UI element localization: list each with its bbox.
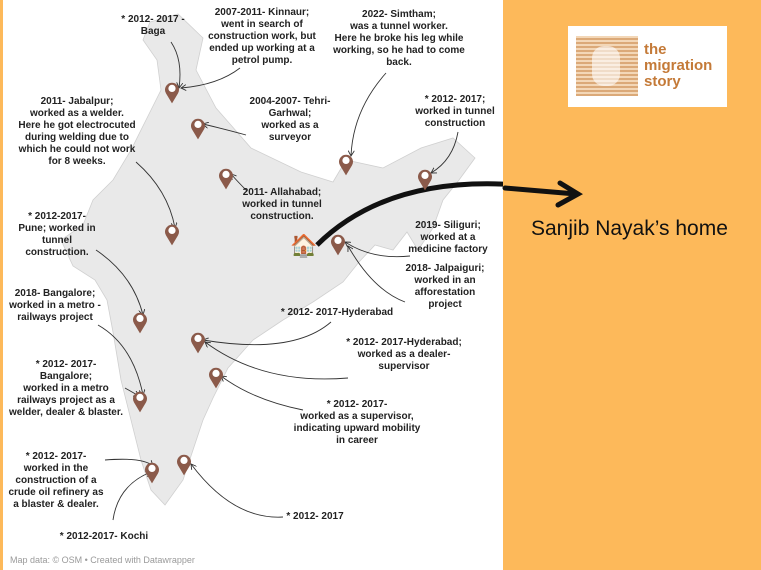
- map-pin-icon[interactable]: [218, 167, 234, 190]
- annotation-jalpaiguri: 2018- Jalpaiguri; worked in an afforesta…: [405, 263, 485, 310]
- annotation-refinery: * 2012- 2017- worked in the construction…: [8, 451, 104, 510]
- map-pin-icon[interactable]: [164, 81, 180, 104]
- annotation-jabalpur: 2011- Jabalpur; worked as a welder. Here…: [18, 96, 136, 167]
- annotation-simtham: 2022- Simtham; was a tunnel worker. Here…: [333, 9, 465, 68]
- annotation-hyderabad: * 2012- 2017-Hyderabad: [280, 307, 394, 318]
- logo-mark-icon: [576, 36, 638, 96]
- annotation-tamil-nadu: * 2012- 2017: [286, 511, 344, 522]
- map-pin-icon[interactable]: [132, 311, 148, 334]
- logo-text: the migration story: [644, 41, 713, 90]
- annotation-bangalore-2018: 2018- Bangalore; worked in a metro - rai…: [9, 288, 101, 323]
- map-pin-icon[interactable]: [417, 168, 433, 191]
- connector-arrows: [95, 41, 459, 521]
- annotation-kochi: * 2012-2017- Kochi: [59, 531, 149, 542]
- annotation-kinnaur: 2007-2011- Kinnaur; went in search of co…: [208, 7, 316, 66]
- map-pin-icon[interactable]: [144, 461, 160, 484]
- map-pin-icon[interactable]: [190, 117, 206, 140]
- annotation-bangalore-2012: * 2012- 2017- Bangalore; worked in a met…: [9, 359, 123, 418]
- annotation-pune: * 2012-2017- Pune; worked in tunnel cons…: [18, 211, 96, 258]
- map-attribution: Map data: © OSM • Created with Datawrapp…: [10, 555, 195, 565]
- map-pin-icon[interactable]: [208, 366, 224, 389]
- map-pin-icon[interactable]: [330, 233, 346, 256]
- map-pin-icon[interactable]: [176, 453, 192, 476]
- annotation-tehri: 2004-2007- Tehri- Garhwal; worked as a s…: [249, 96, 331, 143]
- map-pin-icon[interactable]: [164, 223, 180, 246]
- annotation-allahabad: 2011- Allahabad; worked in tunnel constr…: [242, 187, 322, 222]
- map-pin-icon[interactable]: [338, 153, 354, 176]
- map-panel: [3, 0, 503, 570]
- migration-story-logo: the migration story: [568, 26, 727, 107]
- india-map: [60, 13, 503, 521]
- house-icon: 🏠: [290, 233, 318, 258]
- annotation-siliguri: 2019- Siliguri; worked at a medicine fac…: [408, 220, 488, 255]
- home-label: Sanjib Nayak’s home: [531, 217, 728, 240]
- map-pin-icon[interactable]: [190, 331, 206, 354]
- annotation-ne-tunnel: * 2012- 2017; worked in tunnel construct…: [415, 94, 495, 129]
- annotation-hyderabad-dealer: * 2012- 2017-Hyderabad; worked as a deal…: [346, 337, 462, 372]
- annotation-supervisor: * 2012- 2017- worked as a supervisor, in…: [293, 399, 421, 446]
- annotation-baga: * 2012- 2017 - Baga: [121, 14, 185, 37]
- map-pin-icon[interactable]: [132, 390, 148, 413]
